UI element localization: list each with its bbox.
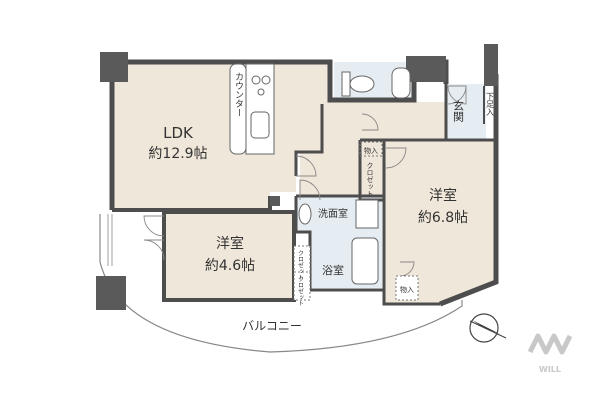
stove-icon xyxy=(251,75,261,85)
room-labels: LDK 約12.9帖 洋室 約6.8帖 洋室 約4.6帖 洗面室 浴室 玄関 バ… xyxy=(148,92,494,333)
ldk-size: 約12.9帖 xyxy=(148,146,207,162)
stove-icon xyxy=(257,88,265,96)
pillar-ne xyxy=(484,44,498,86)
wash-basin-icon xyxy=(391,67,411,99)
bathroom-name: 浴室 xyxy=(322,263,344,277)
storage-label: 物入 xyxy=(364,146,378,155)
sink-icon xyxy=(250,111,270,139)
stove-icon xyxy=(261,75,271,85)
door-swing xyxy=(143,215,165,237)
toilet-tank-icon xyxy=(341,71,351,97)
closet-room2-lower xyxy=(293,271,311,301)
door-swing xyxy=(361,113,379,131)
pillar-nw xyxy=(100,52,128,82)
compass-icon xyxy=(469,313,507,343)
bathtub-icon xyxy=(351,237,379,285)
closet-floor xyxy=(360,140,384,200)
logo-mark-icon xyxy=(527,333,573,355)
wall-ldk-hall xyxy=(294,104,324,176)
storage-room1 xyxy=(395,275,419,301)
closet-label: クロゼット xyxy=(297,276,304,306)
wash-basin-icon xyxy=(298,203,312,225)
wet-fixtures xyxy=(298,199,379,285)
toilet xyxy=(341,67,411,99)
ldk-name: LDK xyxy=(163,124,194,142)
closets xyxy=(293,141,419,301)
entrance-name: 玄関 xyxy=(452,99,465,122)
door-swing xyxy=(143,239,165,261)
closet-label: クロゼット xyxy=(366,162,374,197)
door-swing xyxy=(447,85,467,105)
washing-machine-icon xyxy=(355,199,379,229)
pillar-sw xyxy=(96,276,126,310)
door-swing xyxy=(385,147,407,169)
western-room-2-size: 約4.6帖 xyxy=(205,258,255,274)
logo-text: WILL xyxy=(539,365,561,374)
counter-label: カウンター xyxy=(233,72,244,117)
ldk-floor xyxy=(112,62,330,210)
western-room-2-name: 洋室 xyxy=(216,235,244,252)
hall-floor xyxy=(300,102,446,200)
storage-hall xyxy=(359,141,383,157)
kitchen-unit xyxy=(245,63,275,155)
will-logo: WILL xyxy=(527,333,573,374)
pillars xyxy=(96,44,498,310)
western-room-1-size: 約6.8帖 xyxy=(418,210,468,226)
pillar-mid xyxy=(270,196,280,206)
western-room-1-name: 洋室 xyxy=(429,187,457,204)
door-swing xyxy=(299,179,321,201)
pillar-n xyxy=(406,56,446,82)
wall-entrance xyxy=(444,84,494,142)
outer-wall-east xyxy=(439,74,499,307)
doors xyxy=(143,85,467,277)
balcony-name: バルコニー xyxy=(242,319,302,333)
western-room-2-floor xyxy=(164,212,294,300)
wash-room-name: 洗面室 xyxy=(318,207,348,220)
wall-room1-west xyxy=(382,200,440,306)
shoe-box-label: 下足入 xyxy=(486,92,495,116)
door-swing xyxy=(295,155,317,177)
closet-label: クロゼット xyxy=(297,250,304,280)
storage-label: 物入 xyxy=(400,285,414,294)
kitchen: カウンター xyxy=(229,63,275,155)
western-room-1-floor xyxy=(384,140,494,304)
door-swing xyxy=(399,261,415,277)
toilet-bowl-icon xyxy=(349,75,375,93)
